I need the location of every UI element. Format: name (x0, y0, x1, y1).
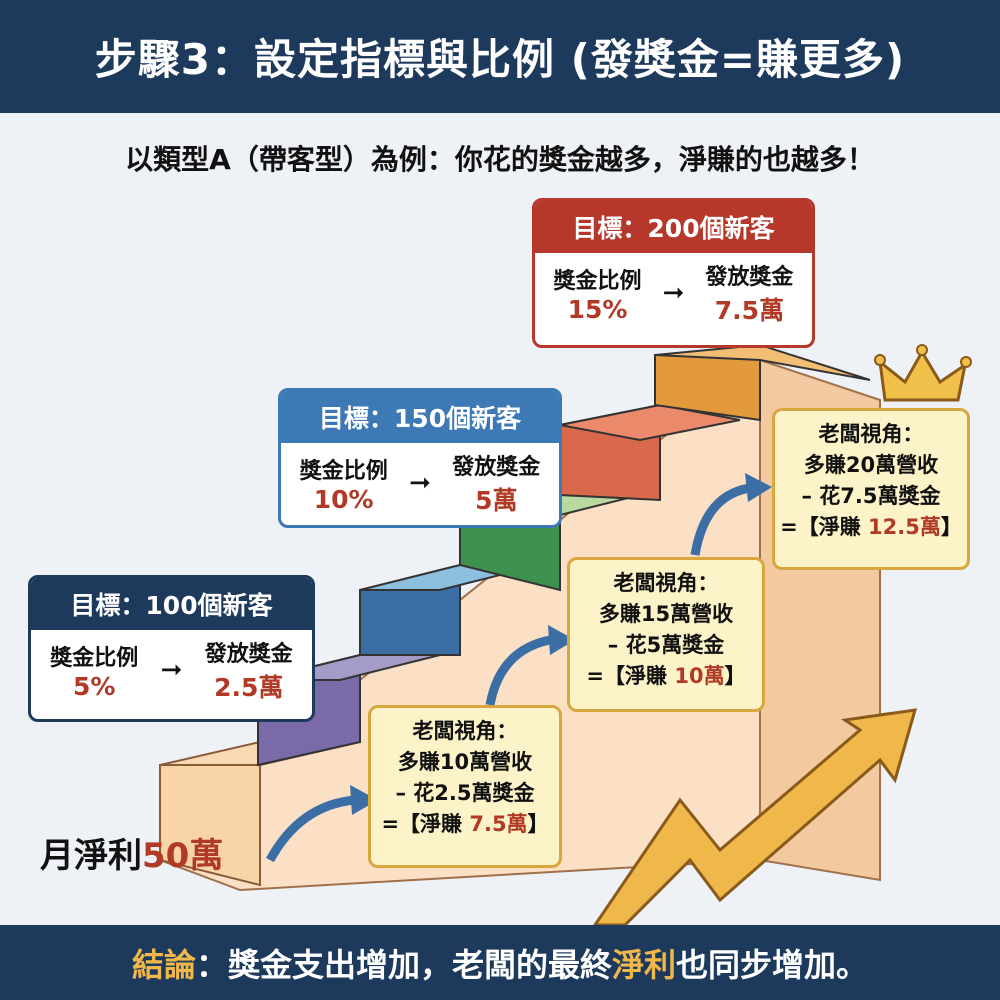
arrow-right-icon: ➞ (409, 468, 431, 498)
revenue-line: 多賺20萬營收 (803, 453, 939, 477)
payout-label: 發放獎金 (705, 265, 794, 290)
step-1-front (159, 764, 261, 887)
curved-arrow-icon (485, 635, 551, 706)
goal-title: 目標：150個新客 (281, 391, 559, 443)
revenue-line: 多賺10萬營收 (397, 750, 533, 774)
revenue-line: 多賺15萬營收 (598, 602, 734, 626)
ratio-label: 獎金比例 (553, 268, 642, 294)
payout-label: 發放獎金 (204, 642, 293, 667)
ratio-value: 5% (72, 671, 116, 701)
page-title: 步驟3：設定指標與比例 (發獎金=賺更多) (0, 0, 1000, 113)
growth-arrow-icon (592, 708, 918, 927)
payout-label: 發放獎金 (452, 455, 541, 480)
ratio-label: 獎金比例 (299, 458, 388, 484)
ratio-value: 10% (313, 484, 374, 514)
net-line: =【淨賺 7.5萬】 (381, 812, 549, 836)
boss-title: 老闆視角： (412, 719, 518, 743)
crown-icon (874, 344, 972, 402)
goal-title: 目標：100個新客 (31, 578, 312, 630)
arrowhead-icon (350, 785, 378, 815)
monthly-net-profit: 月淨利50萬 (40, 836, 224, 876)
payout-value: 5萬 (475, 486, 518, 515)
ratio-value: 15% (567, 294, 628, 324)
bonus-line: – 花2.5萬獎金 (395, 781, 535, 805)
boss-view-card-1: 老闆視角： 多賺10萬營收 – 花2.5萬獎金 =【淨賺 7.5萬】 (368, 705, 562, 868)
arrow-right-icon: ➞ (160, 655, 183, 685)
arrowhead-icon (548, 625, 575, 655)
payout-value: 7.5萬 (714, 296, 785, 325)
bonus-line: – 花7.5萬獎金 (801, 484, 941, 508)
curved-arrow-icon (266, 795, 356, 863)
net-line: =【淨賺 12.5萬】 (780, 515, 962, 539)
step-6-top (654, 343, 871, 381)
goal-title: 目標：200個新客 (535, 201, 812, 253)
curved-arrow-icon (690, 483, 751, 556)
arrow-right-icon: ➞ (662, 278, 685, 308)
boss-title: 老闆視角： (613, 571, 719, 595)
arrowhead-icon (745, 473, 772, 502)
conclusion-banner: 結論：獎金支出增加，老闆的最終淨利也同步增加。 (0, 925, 1000, 1000)
boss-view-card-2: 老闆視角： 多賺15萬營收 – 花5萬獎金 =【淨賺 10萬】 (567, 557, 765, 712)
subtitle: 以類型A（帶客型）為例：你花的獎金越多，淨賺的也越多！ (125, 143, 875, 176)
boss-title: 老闆視角： (818, 422, 924, 446)
step-5-top (559, 403, 741, 442)
payout-value: 2.5萬 (214, 673, 284, 702)
net-line: =【淨賺 10萬】 (586, 664, 746, 688)
boss-view-card-3: 老闆視角： 多賺20萬營收 – 花7.5萬獎金 =【淨賺 12.5萬】 (772, 408, 970, 570)
ratio-label: 獎金比例 (50, 645, 139, 671)
bonus-line: – 花5萬獎金 (607, 633, 725, 657)
